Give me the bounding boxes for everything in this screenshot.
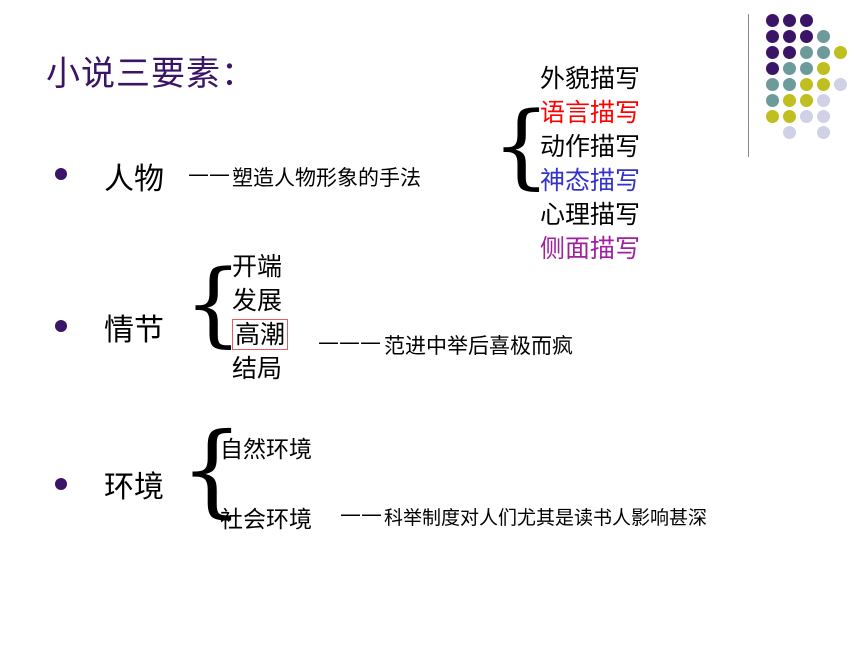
- list-item: 动作描写: [540, 132, 641, 161]
- list-item: 语言描写: [540, 98, 641, 127]
- dot: [766, 46, 779, 59]
- dot: [800, 14, 813, 27]
- highlighted-item: 高潮: [232, 319, 289, 350]
- section-label-plot: 情节: [104, 313, 164, 348]
- dot: [817, 46, 830, 59]
- dot: [766, 14, 779, 27]
- bullet-plot: [55, 320, 67, 332]
- dot: [783, 46, 796, 59]
- dot: [800, 46, 813, 59]
- dot: [783, 94, 796, 107]
- dot: [783, 110, 796, 123]
- dot: [783, 30, 796, 43]
- list-item: 外貌描写: [540, 64, 641, 93]
- dot: [800, 78, 813, 91]
- dot: [766, 110, 779, 123]
- dot: [817, 62, 830, 75]
- dash-environment: ——: [340, 502, 382, 526]
- dot: [817, 30, 830, 43]
- list-characters: 外貌描写 语言描写 动作描写 神态描写 心理描写 侧面描写: [540, 62, 640, 266]
- brace-characters: {: [492, 92, 551, 199]
- list-item: 心理描写: [540, 200, 641, 229]
- dash-characters: ——: [188, 162, 230, 186]
- decorative-divider: [748, 14, 749, 157]
- dot: [817, 78, 830, 91]
- note-characters: 塑造人物形象的手法: [232, 166, 421, 190]
- list-item: 开端: [232, 252, 283, 281]
- dot: [800, 110, 813, 123]
- note-environment: 科举制度对人们尤其是读书人影响甚深: [384, 507, 708, 529]
- dot: [766, 30, 779, 43]
- list-item: 自然环境: [220, 437, 312, 463]
- dot: [817, 110, 830, 123]
- dot: [783, 78, 796, 91]
- list-item: 结局: [232, 354, 283, 383]
- brace-environment: {: [180, 411, 244, 528]
- list-item: 神态描写: [540, 166, 641, 195]
- list-item: 社会环境: [220, 507, 312, 533]
- dot: [834, 46, 847, 59]
- dot: [817, 94, 830, 107]
- list-item: 侧面描写: [540, 234, 641, 263]
- list-item: 高潮: [232, 318, 289, 352]
- dot: [766, 62, 779, 75]
- dot: [800, 62, 813, 75]
- section-label-characters: 人物: [104, 162, 164, 197]
- dot: [800, 94, 813, 107]
- dot: [766, 94, 779, 107]
- section-label-environment: 环境: [104, 470, 164, 505]
- brace-plot: {: [184, 250, 243, 357]
- dot: [783, 14, 796, 27]
- dot: [766, 78, 779, 91]
- list-plot: 开端 发展 高潮 结局: [232, 250, 289, 386]
- bullet-characters: [55, 168, 67, 180]
- dot: [783, 62, 796, 75]
- bullet-environment: [55, 478, 67, 490]
- dot: [817, 126, 830, 139]
- slide-title: 小说三要素：: [46, 54, 256, 94]
- dot: [834, 78, 847, 91]
- note-plot: 范进中举后喜极而疯: [384, 334, 573, 358]
- dash-plot: ———: [318, 330, 381, 354]
- list-item: 发展: [232, 286, 283, 315]
- dot: [800, 30, 813, 43]
- dot: [783, 126, 796, 139]
